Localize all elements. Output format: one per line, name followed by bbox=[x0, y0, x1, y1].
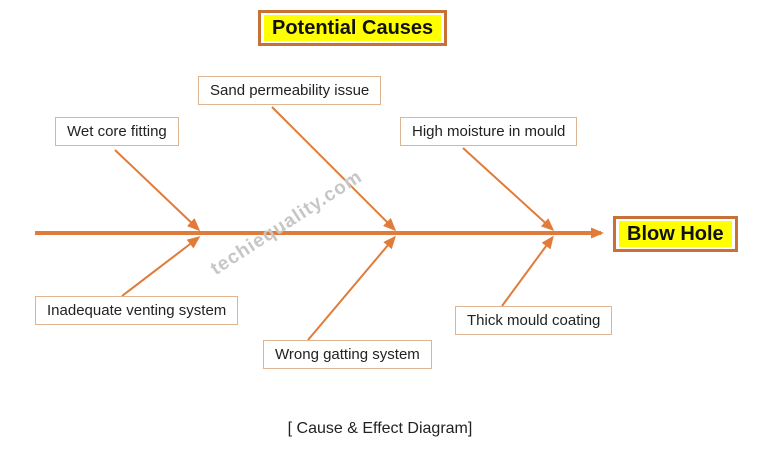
cause-box-wet-core-fitting: Wet core fitting bbox=[55, 117, 179, 146]
cause-box-thick-mould-coating: Thick mould coating bbox=[455, 306, 613, 335]
effect-box: Blow Hole bbox=[613, 216, 738, 252]
cause-box-sand-permeability: Sand permeability issue bbox=[198, 76, 382, 105]
cause-box-wrong-gatting: Wrong gatting system bbox=[263, 340, 432, 369]
branch-sand-permeability bbox=[271, 106, 397, 232]
branch-wet-core-fitting bbox=[114, 149, 201, 232]
diagram-title-box: Potential Causes bbox=[258, 10, 448, 46]
branch-inadequate-venting bbox=[121, 236, 201, 297]
branch-high-moisture bbox=[462, 147, 555, 232]
diagram-caption: [ Cause & Effect Diagram] bbox=[287, 420, 473, 437]
branch-wrong-gatting bbox=[307, 235, 396, 341]
cause-box-high-moisture: High moisture in mould bbox=[400, 117, 578, 146]
effect-label: Blow Hole bbox=[619, 221, 732, 247]
diagram-title: Potential Causes bbox=[264, 15, 442, 41]
branch-thick-mould-coating bbox=[501, 235, 554, 307]
cause-box-inadequate-venting: Inadequate venting system bbox=[35, 296, 239, 325]
